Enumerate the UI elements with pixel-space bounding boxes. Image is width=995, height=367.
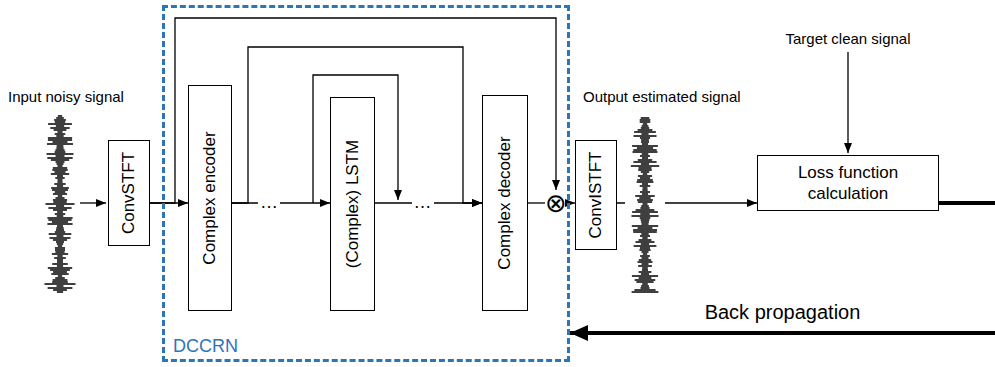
decoder-box: Complex decoder xyxy=(482,95,528,311)
ellipsis-mark: … xyxy=(412,193,434,213)
node-text: Complex decoder xyxy=(495,136,515,269)
node-text: Complex encoder xyxy=(200,131,220,264)
input-label: Input noisy signal xyxy=(8,88,124,106)
waveform-ground xyxy=(625,116,665,294)
encoder-box: Complex encoder xyxy=(188,85,232,311)
node-text: ConvISTFT xyxy=(586,152,606,239)
waveform-strokes xyxy=(45,116,76,292)
istft-box: ConvISTFT xyxy=(575,140,617,250)
target-arrow xyxy=(847,52,848,153)
node-text: ⊗ xyxy=(545,190,567,216)
loss-box: Loss function calculation xyxy=(757,155,939,212)
target-label: Target clean signal xyxy=(785,30,910,48)
signal-connector xyxy=(528,202,545,203)
node-text: ConvSTFT xyxy=(119,152,139,234)
stft-box: ConvSTFT xyxy=(108,140,150,246)
input-arrow xyxy=(80,202,106,203)
lstm-box: (Complex) LSTM xyxy=(330,97,375,311)
edge-label: Back propagation xyxy=(703,301,863,323)
waveform-strokes xyxy=(631,118,659,292)
node-text: Loss function calculation xyxy=(766,162,930,205)
output-label: Output estimated signal xyxy=(583,88,741,106)
node-text: DCCRN xyxy=(173,336,238,357)
output-waveform xyxy=(625,116,665,294)
connector-group xyxy=(150,18,995,333)
node-text: (Complex) LSTM xyxy=(342,140,362,268)
model-region: DCCRN Complex encoder (Complex) LSTM Comple… xyxy=(162,5,570,362)
input-waveform xyxy=(45,116,76,292)
ellipsis-mark: … xyxy=(258,193,280,213)
multiply-symbol: ⊗ xyxy=(545,190,567,216)
